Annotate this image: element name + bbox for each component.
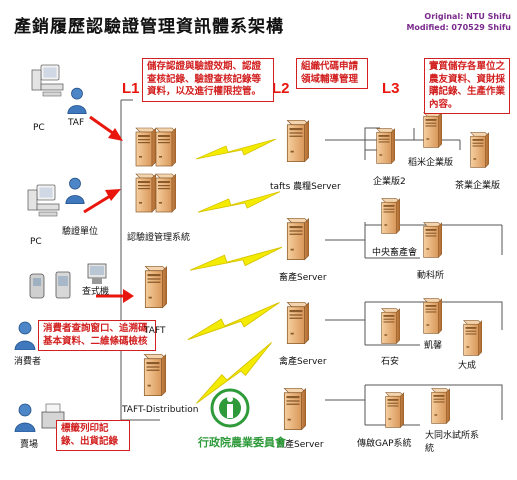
lightning-icon: [196, 139, 276, 160]
cert-system-label: 認驗證管理系統: [127, 233, 191, 243]
person-icon: [67, 87, 87, 114]
person-icon: [65, 177, 85, 204]
lightning-icon: [198, 191, 280, 213]
agri-server-label: tafts 農糧Server: [270, 182, 341, 192]
level-l3-label: L3: [382, 80, 400, 97]
enterprise2-server-icon: [376, 128, 395, 164]
cert-server-icon: [135, 127, 156, 167]
poultry-server-icon: [286, 301, 309, 345]
livestock-server-label: 畜產Server: [279, 273, 327, 283]
pda-icon: [55, 271, 71, 299]
person-icon: [14, 403, 36, 432]
shian-server-icon: [381, 308, 400, 344]
l1-note: 儲存認證與驗證效期、認證查核記錄、驗證查核記錄等資料，以及進行權限控管。: [142, 58, 274, 102]
fishery-server-icon: [283, 387, 306, 431]
taft-distribution-label: TAFT-Distribution: [122, 405, 199, 415]
l2-note: 組織代碼申請領域輔導管理: [296, 58, 368, 89]
consumer-label: 消費者: [14, 357, 42, 367]
l3-note: 實質儲存各單位之農友資料、資財採購記錄、生產作業內容。: [424, 58, 510, 114]
dongke-label: 動科所: [417, 271, 445, 281]
central-livestock-server-icon: [381, 198, 400, 234]
red-arrows: [83, 115, 134, 303]
dacheng-server-icon: [463, 320, 482, 356]
coa-logo-text: 行政院農業委員會: [198, 436, 286, 449]
consumer-note: 消費者查詢窗口、追溯碼基本資料、二維條碼檢核: [38, 320, 156, 351]
connector-lines: [120, 99, 503, 426]
lightning-icon: [183, 301, 284, 341]
kiosk-label: 查式機: [82, 287, 110, 297]
tea-enterprise-label: 茶業企業版: [455, 181, 501, 191]
livestock-server-icon: [286, 217, 309, 261]
shian-label: 石安: [381, 357, 400, 367]
credit-original: Original: NTU Shifu: [424, 12, 511, 21]
pc-label: PC: [30, 237, 42, 247]
taf-label: TAF: [68, 118, 85, 128]
market-label: 賣場: [20, 440, 39, 450]
market-note: 標籤列印記錄、出貨記錄: [56, 420, 130, 451]
central-livestock-label: 中央畜產會: [372, 248, 418, 258]
rice-enterprise-label: 稻米企業版: [408, 158, 454, 168]
dacheng-label: 大成: [458, 361, 477, 371]
chuanqi-server-icon: [385, 392, 404, 428]
cert-server-icon: [135, 173, 156, 213]
taft-label: TAFT: [144, 326, 166, 336]
verify-unit-label: 驗證單位: [62, 227, 99, 237]
pc-label: PC: [33, 123, 45, 133]
taft-server-icon: [144, 265, 167, 309]
taft-distribution-server-icon: [143, 353, 166, 397]
mobile-phone-icon: [29, 273, 45, 299]
dongke-server-icon: [423, 222, 442, 258]
datong-server-icon: [431, 388, 450, 424]
kaixin-server-icon: [423, 298, 442, 334]
person-icon: [14, 321, 36, 350]
enterprise2-label: 企業版2: [373, 177, 406, 187]
datong-label: 大同水試所系統: [425, 431, 480, 454]
tea-enterprise-server-icon: [470, 132, 489, 168]
kiosk-icon: [87, 263, 107, 284]
lightning-icon: [190, 246, 282, 271]
diagram-title: 產銷履歷認驗證管理資訊體系架構: [14, 17, 284, 37]
pc-icon: [31, 64, 64, 97]
kaixin-label: 凱馨: [424, 341, 443, 351]
poultry-server-label: 禽產Server: [279, 357, 327, 367]
cert-server-icon: [155, 127, 176, 167]
level-l1-label: L1: [122, 80, 140, 97]
chuanqi-gap-label: 傳啟GAP系統: [357, 439, 412, 449]
credit-modified: Modified: 070529 Shifu: [406, 23, 511, 32]
pc-icon: [27, 184, 60, 217]
level-l2-label: L2: [272, 80, 290, 97]
agri-server-icon: [286, 119, 309, 163]
rice-enterprise-server-icon: [423, 112, 442, 148]
coa-logo: [210, 388, 250, 428]
cert-server-icon: [155, 173, 176, 213]
fishery-server-label: 漁產Server: [276, 440, 324, 450]
